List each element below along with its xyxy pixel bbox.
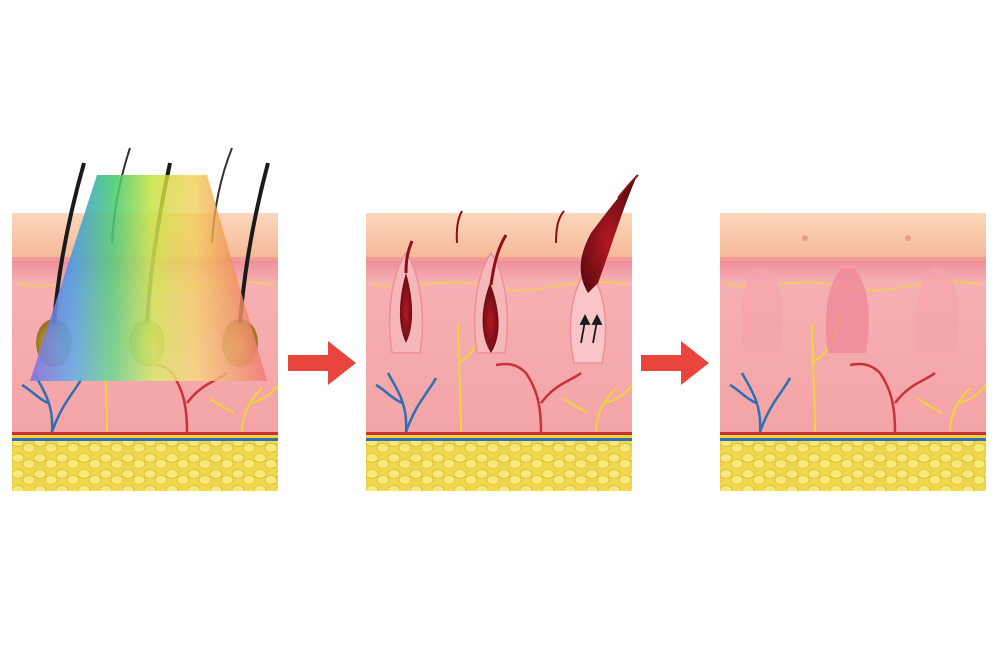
arrow-right-icon	[641, 341, 709, 385]
damaged-follicle-2	[473, 234, 509, 354]
damaged-follicle-3	[569, 174, 639, 364]
panel-follicle-damage	[364, 174, 639, 493]
damaged-follicle-1	[388, 240, 424, 354]
empty-follicle-1	[741, 268, 783, 353]
pore	[802, 235, 808, 241]
short-hair	[455, 210, 463, 244]
empty-follicle-2	[825, 268, 869, 353]
pore	[905, 235, 911, 241]
empty-follicle-3	[915, 268, 959, 353]
short-hair	[555, 210, 565, 244]
panel-light-treatment	[10, 147, 280, 493]
panel-hair-free	[718, 211, 988, 493]
up-arrows-icon	[579, 313, 603, 344]
arrow-right-icon	[288, 341, 356, 385]
